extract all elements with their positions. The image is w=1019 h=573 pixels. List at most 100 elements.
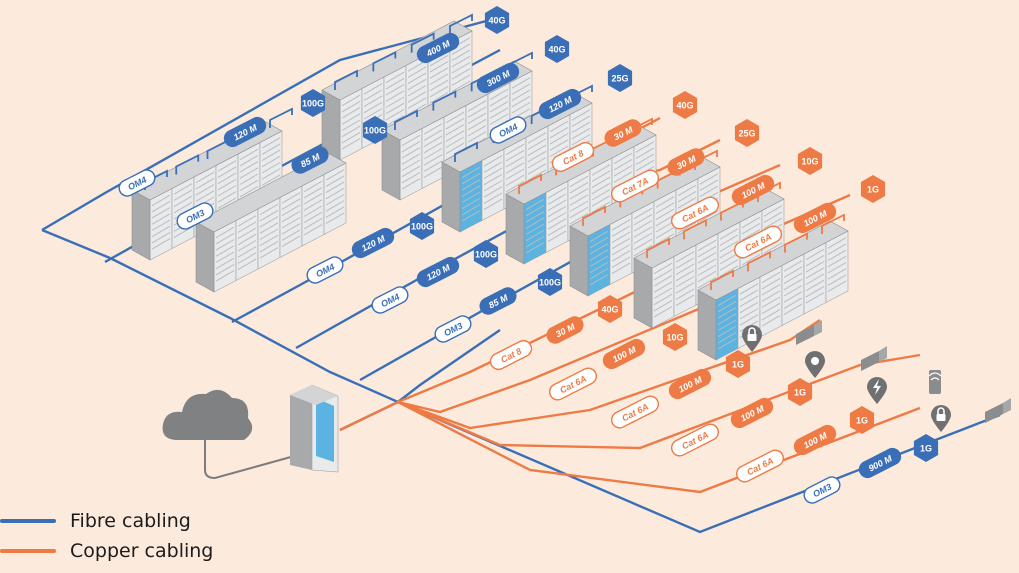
rack-slot [217,160,237,172]
rack-slot [761,271,781,284]
cloud-shape [162,389,253,440]
rack-slot [505,149,525,162]
rack-slot [385,115,405,127]
rack-slot [445,117,465,130]
rack-slot [325,175,345,187]
rack-slot [363,83,383,95]
rack-slot [527,163,547,175]
rack-slot [401,134,421,147]
cable-tag: 85 M [479,287,517,315]
rack-slot [783,291,803,303]
rack-slot [467,112,487,125]
rack-slot [423,166,443,179]
rack-slot [805,292,825,304]
speed-label: 1G [794,388,806,398]
rack-slot [655,208,675,221]
tag-shape [735,449,785,483]
rack-slot [589,249,609,261]
rack-slot [401,153,421,165]
rack-slot [591,170,611,182]
rack-slot [525,204,545,217]
rack-slot [611,225,631,237]
rack-slot [261,162,281,174]
rack-slot [827,243,847,255]
rack-slot [827,249,847,262]
rack-slot [761,302,781,315]
rack-cabinet [523,192,547,265]
cable-tag: 30 M [604,119,642,147]
rack-slot [675,251,695,263]
cable-tag: OM4 [489,116,527,144]
speed-label: 100G [302,99,324,109]
rack-slot [461,179,481,191]
hexagon-shape [607,64,633,92]
speed-hexagon: 1G [860,175,886,203]
uplink-arch [784,232,808,253]
rack-slot [173,201,193,214]
hexagon-shape [672,91,698,119]
speed-hexagon: 40G [484,6,510,34]
rack-slot [363,101,383,114]
rack-cabinet [301,174,325,247]
fibre-cable [397,329,501,403]
rack-slot [467,131,487,143]
rack-slot [303,193,323,205]
rack-slot [717,313,737,325]
tag-shape [434,315,472,343]
uplink-arch [372,50,397,72]
speed-label: 1G [856,416,868,426]
rack-slot [385,102,405,115]
rack-slot [805,273,825,285]
rack-slot [699,173,719,185]
hexagon-shape [537,268,563,296]
rack-slot [571,115,591,127]
rack-cabinet [257,197,281,270]
rack-side [633,257,653,329]
fibre-cable [397,400,1001,534]
rack-slot [569,200,589,212]
rack-slot [407,85,427,97]
speed-hexagon: 25G [607,64,633,92]
rack-slot [827,280,847,293]
rack-slot [653,262,673,275]
speed-label: 40G [548,45,565,55]
rack-slot [467,118,487,131]
rack-slot [237,258,257,271]
speed-hexagon: 100G [537,268,563,296]
uplink-arch [518,173,542,194]
rack-slot [407,78,427,91]
cable-tag: 120 M [351,227,395,259]
rack-slot [341,131,361,144]
uplink-arch [683,218,707,240]
rack-slot [281,204,301,217]
rack-slot [505,174,525,187]
pin-dot [811,357,819,365]
rack-slot [281,210,301,223]
rack-slot [401,165,421,178]
rack-slot [239,173,259,185]
rack-slot [467,106,487,118]
rack-slot [151,225,171,238]
rack-slot [635,159,655,172]
rack-slot [511,102,531,114]
cable-tag: Cat 8 [489,339,533,371]
legend-fibre: Fibre cabling [0,510,191,532]
tag-shape [223,116,267,148]
uplink-arch [710,269,734,290]
hexagon-shape [597,295,623,323]
rack-slot [739,301,759,314]
lock-body [936,414,946,421]
speed-hexagon: 100G [362,116,388,144]
tag-shape [668,368,712,400]
rack-slot [215,239,235,251]
rack-slot [423,129,443,141]
cloud-link [204,440,299,480]
rack-slot [461,197,481,210]
rack-slot [547,230,567,243]
rack-slot [239,179,259,192]
hexagon-shape [544,35,570,63]
rack-slot [699,179,719,191]
rack-slot [151,219,171,231]
cable-tag: OM4 [306,256,344,284]
rack-slot [591,176,611,189]
